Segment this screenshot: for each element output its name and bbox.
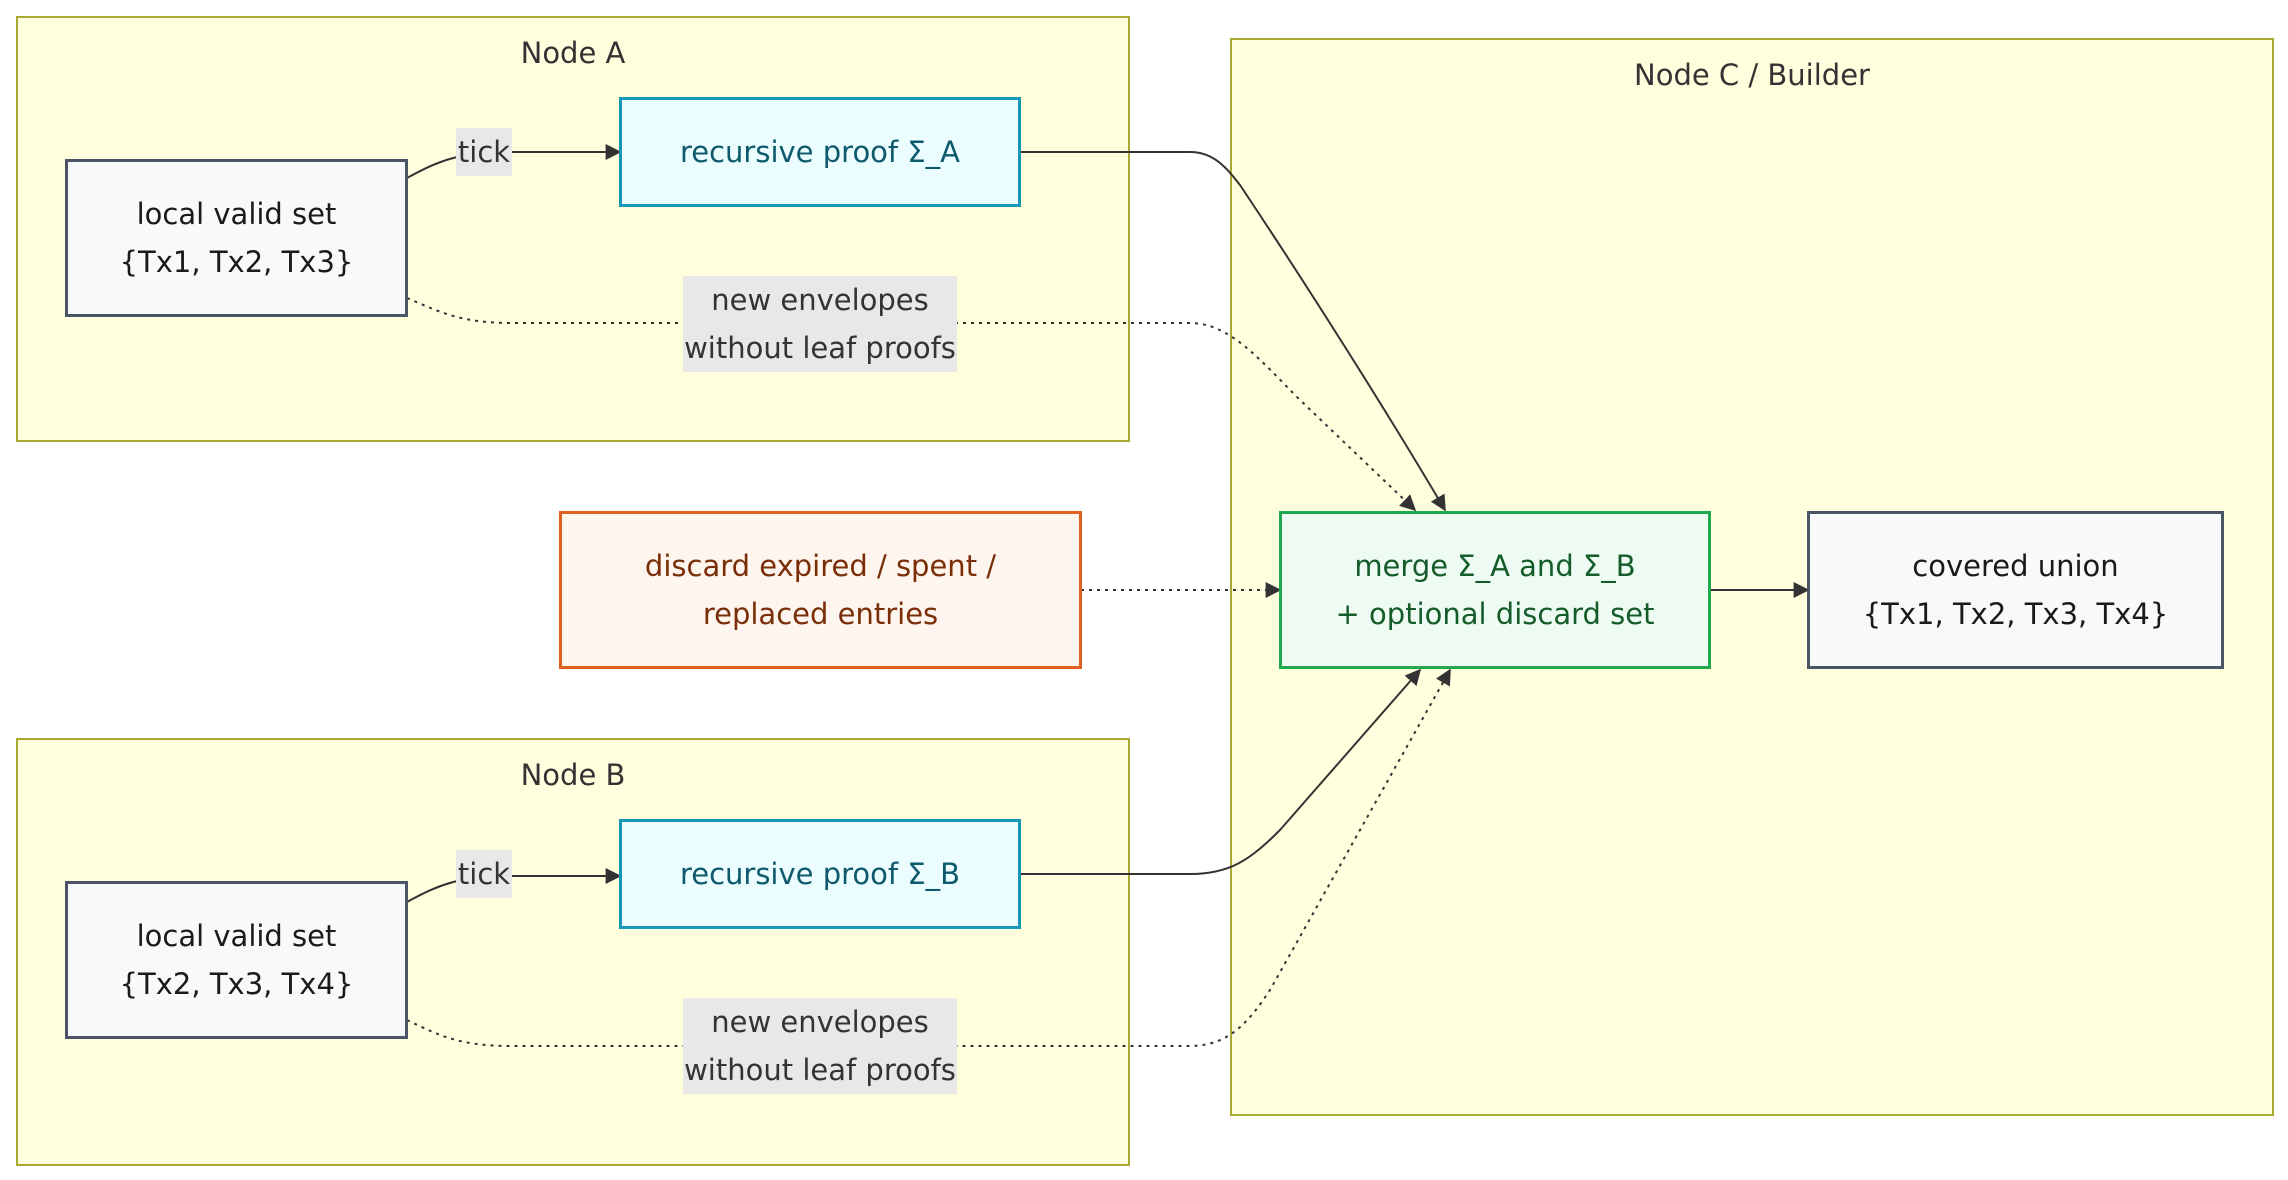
node-b-local-valid-set-line1: local valid set	[136, 919, 337, 953]
edge-b-tick	[406, 868, 622, 903]
node-a-recursive-proof: recursive proof Σ_A	[619, 97, 1021, 207]
node-b-recursive-proof: recursive proof Σ_B	[619, 819, 1021, 929]
node-discard-line1: discard expired / spent /	[644, 549, 997, 583]
edge-label-b-envelopes: new envelopes without leaf proofs	[683, 998, 957, 1094]
edge-label-b-tick: tick	[456, 850, 512, 898]
edge-b-envelopes	[406, 668, 1451, 1047]
edge-label-a-envelopes-line2: without leaf proofs	[684, 331, 956, 365]
node-covered-union-line1: covered union	[1912, 549, 2119, 583]
node-covered-union-line2: {Tx1, Tx2, Tx3, Tx4}	[1862, 597, 2169, 631]
cluster-node-a-title: Node A	[520, 36, 626, 70]
edge-proof-b-to-merge	[1020, 668, 1422, 875]
node-b-local-valid-set-line2: {Tx2, Tx3, Tx4}	[119, 967, 354, 1001]
edge-label-b-tick-text: tick	[457, 857, 511, 891]
edge-a-tick	[406, 144, 622, 179]
node-merge-line2: + optional discard set	[1335, 597, 1655, 631]
edge-label-a-tick: tick	[456, 128, 512, 176]
edge-label-a-tick-text: tick	[457, 135, 511, 169]
node-discard: discard expired / spent / replaced entri…	[559, 511, 1082, 669]
cluster-node-c-title: Node C / Builder	[1634, 58, 1870, 92]
node-discard-line2: replaced entries	[702, 597, 939, 631]
edge-label-a-envelopes-line1: new envelopes	[711, 283, 929, 317]
node-merge: merge Σ_A and Σ_B + optional discard set	[1279, 511, 1711, 669]
node-a-local-valid-set-line1: local valid set	[136, 197, 337, 231]
edge-label-b-envelopes-line1: new envelopes	[711, 1005, 929, 1039]
node-b-local-valid-set: local valid set {Tx2, Tx3, Tx4}	[65, 881, 408, 1039]
edge-proof-a-to-merge	[1020, 151, 1446, 512]
node-covered-union: covered union {Tx1, Tx2, Tx3, Tx4}	[1807, 511, 2224, 669]
node-a-local-valid-set: local valid set {Tx1, Tx2, Tx3}	[65, 159, 408, 317]
edge-label-b-envelopes-line2: without leaf proofs	[684, 1053, 956, 1087]
node-a-local-valid-set-line2: {Tx1, Tx2, Tx3}	[119, 245, 354, 279]
node-a-recursive-proof-label: recursive proof Σ_A	[679, 135, 961, 169]
node-b-recursive-proof-label: recursive proof Σ_B	[679, 857, 961, 891]
cluster-node-b-title: Node B	[520, 758, 626, 792]
node-merge-line1: merge Σ_A and Σ_B	[1354, 549, 1636, 583]
edge-label-a-envelopes: new envelopes without leaf proofs	[683, 276, 957, 372]
